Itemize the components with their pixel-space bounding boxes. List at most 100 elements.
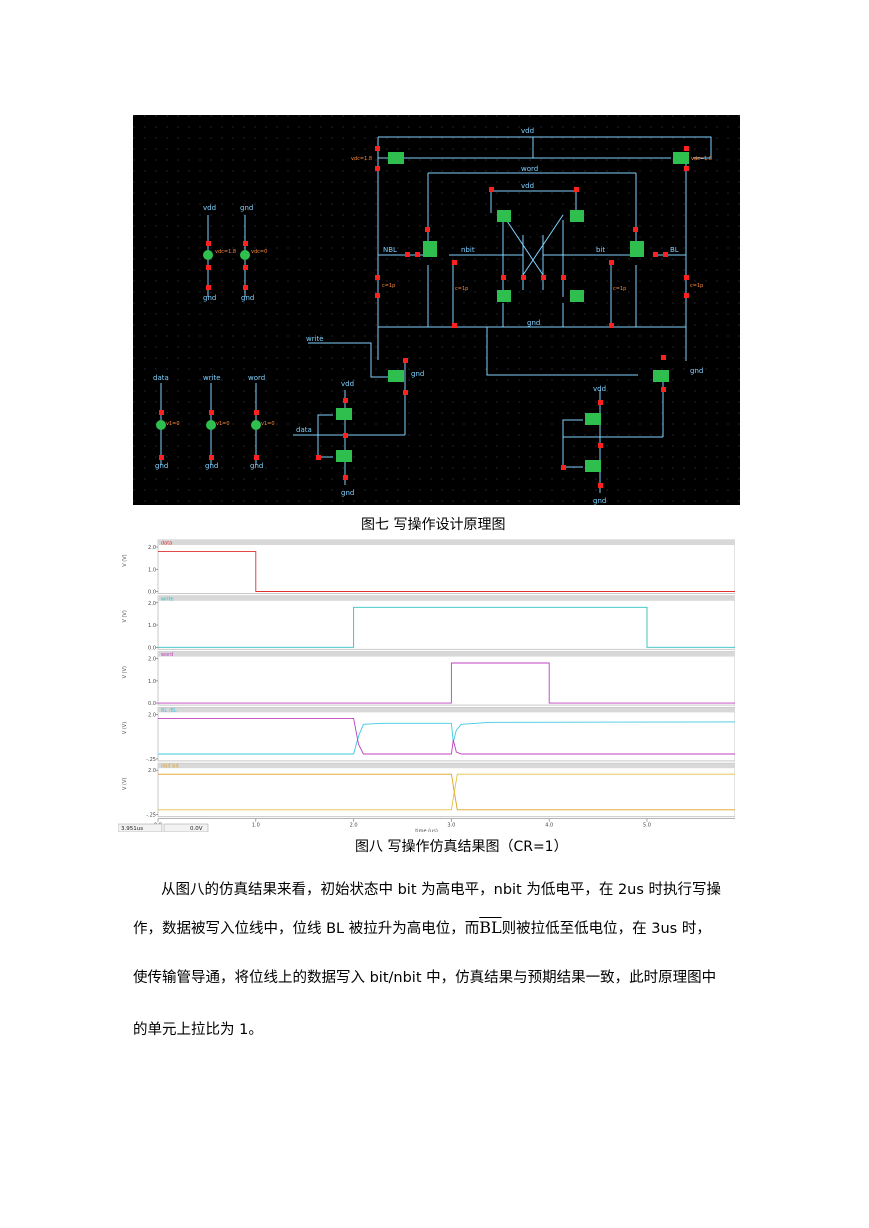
panel-legend: word bbox=[161, 652, 173, 658]
param-label: vdc=0 bbox=[251, 249, 267, 255]
waveform-chart: data V (V) 2.0 1.0 0.0 write V (V) 2.0 1.0 0.0 wor… bbox=[117, 537, 736, 835]
panel-frame bbox=[157, 706, 736, 762]
y-tick-label: 2.0 bbox=[148, 712, 156, 718]
param-label: v1=0 bbox=[216, 421, 230, 427]
source-label: vdd bbox=[203, 204, 216, 212]
panel-legend: write bbox=[161, 596, 174, 602]
series-line-write bbox=[158, 606, 735, 648]
series-line-BL bbox=[158, 721, 736, 755]
panel-frame bbox=[157, 595, 736, 650]
schematic-wires bbox=[160, 136, 712, 493]
y-tick-label: 1.0 bbox=[148, 679, 156, 685]
schematic-pins bbox=[159, 146, 689, 488]
net-label: gnd bbox=[690, 367, 703, 375]
net-label: gnd bbox=[341, 489, 354, 497]
y-tick-label: 2.0 bbox=[148, 657, 156, 663]
caption-end: ） bbox=[553, 839, 568, 855]
net-label: vdd bbox=[521, 127, 534, 135]
series-line-word bbox=[158, 662, 735, 704]
schematic-net-labels: vdd word vdd nbit bit NBL BL gnd write g… bbox=[153, 127, 703, 505]
ground-label: gnd bbox=[205, 462, 218, 470]
y-tick-label: 1.0 bbox=[148, 623, 156, 629]
x-tick-label: 3.0 bbox=[447, 823, 455, 829]
panel-header bbox=[158, 651, 735, 657]
ground-label: gnd bbox=[241, 294, 254, 302]
y-axis-label: V (V) bbox=[122, 778, 128, 790]
paragraph-line-2b: 则被拉低至低电位，在 3us 时， bbox=[501, 921, 711, 937]
net-label: word bbox=[521, 165, 538, 173]
paragraph-line-4: 的单元上拉比为 1。 bbox=[133, 1022, 263, 1038]
series-line-nbit bbox=[158, 773, 735, 811]
x-tick-label: 4.0 bbox=[545, 823, 553, 829]
cap-label: c=1p bbox=[690, 283, 703, 289]
cap-label: c=1p bbox=[613, 286, 626, 292]
paragraph-line-2a: 作，数据被写入位线中，位线 BL 被拉升为高电位，而 bbox=[133, 921, 480, 937]
ground-label: gnd bbox=[250, 462, 263, 470]
caption-main: 图八 写操作仿真结果图（ bbox=[355, 839, 514, 855]
y-tick-label: -.25 bbox=[146, 813, 156, 819]
net-label: gnd bbox=[593, 497, 606, 505]
net-label: data bbox=[296, 426, 312, 434]
ground-label: gnd bbox=[203, 294, 216, 302]
paragraph-line-1: 从图八的仿真结果来看，初始状态中 bit 为高电平，nbit 为低电平，在 2u… bbox=[161, 882, 722, 898]
y-axis-label: V (V) bbox=[122, 610, 128, 622]
caption-cr: CR=1 bbox=[513, 839, 554, 855]
y-tick-label: 1.0 bbox=[148, 567, 156, 573]
net-label: BL bbox=[670, 246, 679, 254]
figure7-caption: 图七 写操作设计原理图 bbox=[361, 517, 506, 533]
panel-frame bbox=[157, 539, 736, 594]
y-tick-label: 2.0 bbox=[148, 768, 156, 774]
param-label: vdc=1.8 bbox=[691, 156, 712, 162]
param-label: v1=0 bbox=[261, 421, 275, 427]
y-axis-label: V (V) bbox=[122, 554, 128, 566]
y-tick-label: 0.0 bbox=[148, 701, 156, 707]
panel-frame bbox=[157, 651, 736, 706]
param-label: vdc=1.8 bbox=[351, 156, 372, 162]
panel-header bbox=[158, 540, 735, 545]
param-label: vdc=1.8 bbox=[215, 249, 236, 255]
net-label: vdd bbox=[593, 385, 606, 393]
panel-legend: BL /BL bbox=[161, 708, 177, 714]
schematic-figure: vdc=1.8 vdc=1.8 vdc=1.8 vdc=0 v1=0 v1=0 … bbox=[133, 115, 740, 505]
panel-header bbox=[158, 763, 735, 769]
source-label: gnd bbox=[240, 204, 253, 212]
x-axis-label: time (us) bbox=[415, 829, 438, 832]
param-label: v1=0 bbox=[166, 421, 180, 427]
net-label: write bbox=[306, 335, 324, 343]
panel-legend: nbit bit bbox=[161, 764, 179, 770]
net-label: gnd bbox=[527, 319, 540, 327]
x-tick-label: 2.0 bbox=[350, 823, 358, 829]
ground-label: gnd bbox=[155, 462, 168, 470]
y-tick-label: 2.0 bbox=[148, 601, 156, 607]
source-label: write bbox=[203, 374, 221, 382]
y-tick-label: 0.0 bbox=[148, 645, 156, 651]
net-label: gnd bbox=[411, 370, 424, 378]
status-value: 0.0V bbox=[190, 826, 203, 832]
panel-header bbox=[158, 595, 735, 601]
y-axis-label: V (V) bbox=[122, 722, 128, 734]
series-line-data bbox=[158, 550, 735, 592]
net-label: NBL bbox=[383, 246, 397, 254]
status-time: 3.951us bbox=[121, 826, 143, 832]
figure8-caption: 图八 写操作仿真结果图（CR=1） bbox=[355, 836, 568, 856]
source-label: data bbox=[153, 374, 169, 382]
panel-legend: data bbox=[161, 541, 172, 547]
paragraph-line-3: 使传输管导通，将位线上的数据写入 bit/nbit 中，仿真结果与预期结果一致，… bbox=[133, 970, 717, 986]
source-label: word bbox=[248, 374, 265, 382]
x-tick-label: 1.0 bbox=[252, 823, 260, 829]
net-label: nbit bbox=[461, 246, 475, 254]
cap-label: c=1p bbox=[382, 283, 395, 289]
net-label: vdd bbox=[341, 380, 354, 388]
net-label: bit bbox=[596, 246, 605, 254]
y-tick-label: 2.0 bbox=[148, 545, 156, 551]
net-label: vdd bbox=[521, 182, 534, 190]
paragraph-line-2: 作，数据被写入位线中，位线 BL 被拉升为高电位，而BL则被拉低至低电位，在 3… bbox=[133, 918, 743, 939]
panel-frame bbox=[157, 762, 736, 818]
x-tick-label: 5.0 bbox=[643, 823, 651, 829]
y-tick-label: -.25 bbox=[146, 757, 156, 763]
schematic-canvas: vdc=1.8 vdc=1.8 vdc=1.8 vdc=0 v1=0 v1=0 … bbox=[133, 115, 740, 505]
y-tick-label: 0.0 bbox=[148, 590, 156, 596]
schematic-components bbox=[156, 152, 689, 472]
panel-header bbox=[158, 707, 735, 713]
waveform-figure: data V (V) 2.0 1.0 0.0 write V (V) 2.0 1.0 0.0 wor… bbox=[117, 537, 736, 835]
